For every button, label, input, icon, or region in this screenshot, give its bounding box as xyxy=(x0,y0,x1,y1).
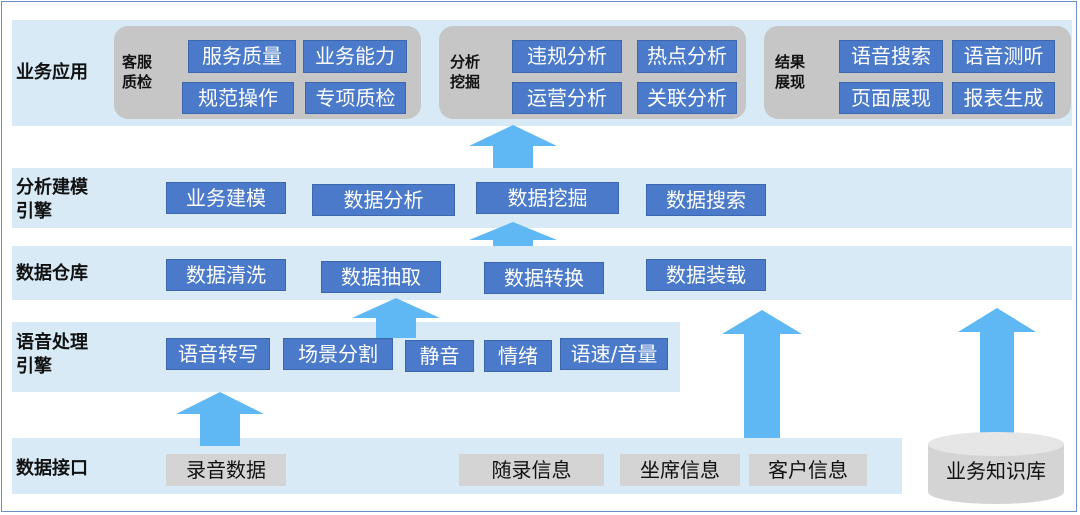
box-speech-transcription: 语音转写 xyxy=(166,338,270,370)
layer-label-interface: 数据接口 xyxy=(16,458,88,479)
box-data-extraction: 数据抽取 xyxy=(321,261,441,293)
arrow-recording-to-speech xyxy=(176,392,264,446)
box-operation-analysis: 运营分析 xyxy=(512,82,622,114)
box-speed-volume: 语速/音量 xyxy=(560,338,668,370)
box-business-capability: 业务能力 xyxy=(303,40,407,73)
layer-label-model: 分析建模引擎 xyxy=(16,177,88,222)
box-data-analysis: 数据分析 xyxy=(312,184,455,216)
box-agent-info: 坐席信息 xyxy=(620,454,740,486)
arrow-interface-to-warehouse xyxy=(722,310,802,438)
box-data-mining: 数据挖掘 xyxy=(476,182,619,214)
box-service-quality: 服务质量 xyxy=(188,40,296,73)
box-report-generation: 报表生成 xyxy=(952,82,1055,114)
box-page-display: 页面展现 xyxy=(839,82,943,114)
knowledge-base-label: 业务知识库 xyxy=(946,459,1046,483)
box-data-search: 数据搜索 xyxy=(646,184,766,216)
arrow-speech-to-warehouse xyxy=(352,298,440,338)
layer-label-warehouse: 数据仓库 xyxy=(16,263,88,284)
group-label-analysis-mining: 分析挖掘 xyxy=(450,53,481,91)
knowledge-base-cylinder xyxy=(928,432,1064,504)
arrow-warehouse-to-modeling xyxy=(469,222,557,246)
box-association-analysis: 关联分析 xyxy=(637,82,737,114)
arrow-knowledge-base-up xyxy=(958,308,1036,440)
group-label-result-display: 结果展现 xyxy=(775,53,806,91)
box-data-cleaning: 数据清洗 xyxy=(166,259,286,291)
box-voice-search: 语音搜索 xyxy=(839,40,943,73)
layer-label-speech: 语音处理引擎 xyxy=(16,332,88,377)
box-recording-data: 录音数据 xyxy=(166,454,286,486)
arrow-modeling-to-application xyxy=(469,125,557,168)
box-special-qc: 专项质检 xyxy=(305,82,406,114)
group-label-service-qc: 客服质检 xyxy=(122,53,153,91)
box-silence: 静音 xyxy=(405,340,474,372)
layer-label-app: 业务应用 xyxy=(16,62,88,83)
box-data-transformation: 数据转换 xyxy=(484,262,604,294)
box-violation-analysis: 违规分析 xyxy=(512,40,622,73)
box-standard-operation: 规范操作 xyxy=(182,82,294,114)
box-voice-listen: 语音测听 xyxy=(952,40,1055,73)
box-accompanying-info: 随录信息 xyxy=(459,454,604,486)
box-customer-info: 客户信息 xyxy=(749,454,867,486)
box-hotspot-analysis: 热点分析 xyxy=(637,40,737,73)
box-business-modeling: 业务建模 xyxy=(166,182,286,214)
box-data-loading: 数据装载 xyxy=(646,259,766,291)
box-emotion: 情绪 xyxy=(484,340,552,372)
box-scene-segmentation: 场景分割 xyxy=(283,338,393,370)
